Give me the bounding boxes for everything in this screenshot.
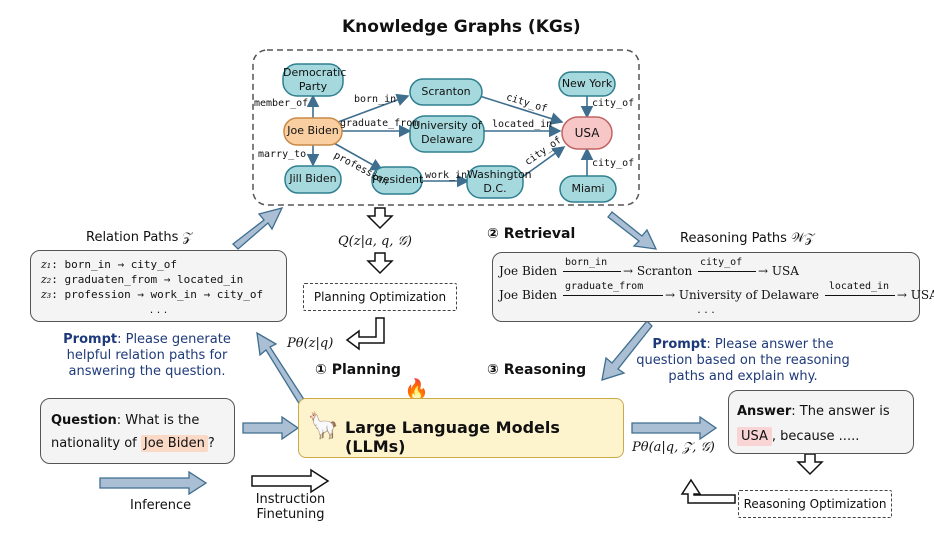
edge-marry-to: marry_to [258,149,307,160]
prompt-right: Prompt: Please answer the question based… [636,337,850,384]
reasoning-paths-heading: Reasoning Paths 𝒲𝒵 [680,231,815,246]
reasoning-paths-box: Joe Biden born_in→ Scranton city_of→ USA… [492,252,934,322]
flow-arrows [99,207,718,496]
llm-box: 🦙 Large Language Models (LLMs) [298,398,624,458]
edge-work-in: work_in [425,170,468,181]
legend-inference: Inference [130,498,192,513]
relation-path-item: z₁: born_in → city_of [41,258,178,271]
node-scranton: Scranton [421,85,471,98]
node-washington-dc: Washington D.C. [467,168,532,195]
hollow-arrows [251,207,824,504]
relation-paths-list: z₁: born_in → city_of z₂: graduaten_from… [41,257,276,317]
fire-icon: 🔥 [404,377,429,401]
node-university-of-delaware: University of Delaware [412,119,482,146]
kg-edges [306,92,594,188]
edge-city-of-new-york: city_of [592,98,635,109]
p-formula: Pθ(z|q) [287,336,334,351]
planning-optimization-box: Planning Optimization [303,283,457,311]
reasoning-path-row-1: Joe Biden born_in→ Scranton city_of→ USA [499,257,799,278]
llm-label: Large Language Models (LLMs) [345,418,560,456]
retrieval-label: ② Retrieval [487,226,576,242]
node-joe-biden: Joe Biden [287,124,339,137]
question-box: Question: What is the nationality of Joe… [40,398,235,464]
q-formula: Q(z|a, q, 𝒢) [338,234,412,249]
planning-label: ① Planning [315,362,401,378]
reasoning-path-row-2: Joe Biden graduate_from→ University of D… [499,281,934,302]
answer-entity: USA [737,427,772,446]
prompt-left: Prompt: Please generate helpful relation… [63,332,231,379]
edge-graduate-from: graduate_from [340,118,419,129]
edge-member-of: member_of [254,98,309,109]
reasoning-optimization-box: Reasoning Optimization [738,490,892,518]
node-jill-biden: Jill Biden [289,172,337,185]
relation-paths-heading: Relation Paths 𝒵 [86,230,193,245]
node-usa: USA [574,126,600,140]
reasoning-optimization-label: Reasoning Optimization [743,497,887,511]
planning-optimization-label: Planning Optimization [313,290,447,304]
node-miami: Miami [571,182,605,195]
question-entity: Joe Biden [140,435,208,452]
edge-born-in: born_in [354,94,397,105]
edge-city-of-miami: city_of [592,158,635,169]
node-president: President [372,173,424,186]
page-title: Knowledge Graphs (KGs) [342,17,581,37]
p-answer-formula: Pθ(a|q, 𝒵, 𝒢) [632,440,715,455]
question-text: Question: What is the nationality of Joe… [51,413,215,452]
reasoning-paths-ellipsis: . . . [697,303,715,316]
relation-paths-box: z₁: born_in → city_of z₂: graduaten_from… [30,250,287,322]
edge-located-in: located_in [492,119,553,130]
answer-text: Answer: The answer is USA, because ..... [737,404,890,446]
node-democratic-party: Democratic Party [283,66,347,93]
legend-instruction-finetuning: Instruction Finetuning [255,492,326,522]
llama-icon: 🦙 [307,411,340,441]
relation-path-item: z₃: profession → work_in → city_of [41,288,264,301]
answer-box: Answer: The answer is USA, because ..... [728,390,914,454]
node-new-york: New York [561,77,613,90]
relation-path-item: z₂: graduaten_from → located_in [41,273,244,286]
relation-paths-ellipsis: . . . [149,303,168,316]
reasoning-label: ③ Reasoning [487,362,587,378]
kg-nodes [282,63,617,203]
kg-container [252,49,640,206]
